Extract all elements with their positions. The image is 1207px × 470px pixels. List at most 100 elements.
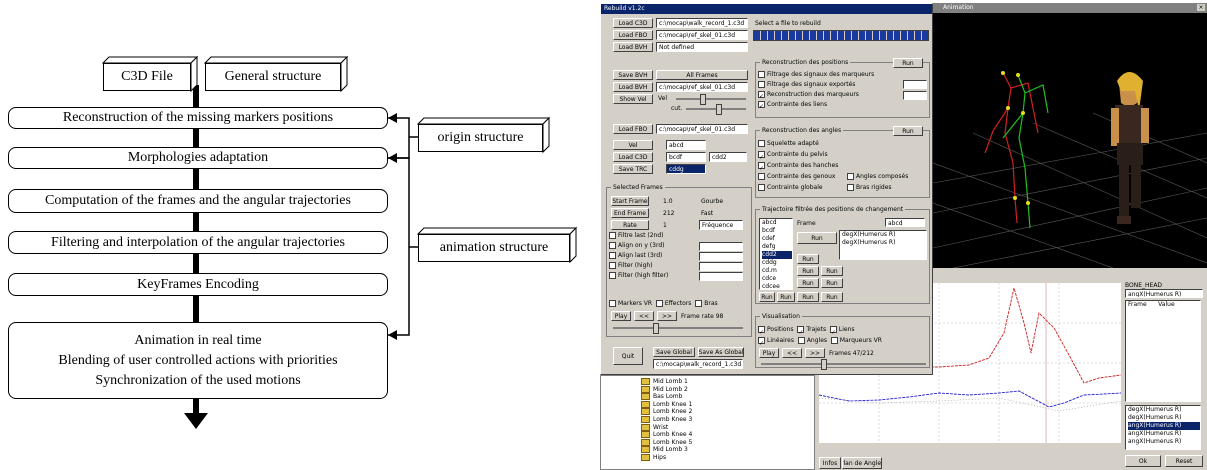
tree-item[interactable]: Mid Lomb 1 [641, 378, 688, 385]
bvh-out-field[interactable]: c:\mocap\ref_skel_01.c3d [656, 82, 748, 92]
ok-button[interactable]: Ok [1125, 455, 1161, 467]
tree-item[interactable]: Bas Lomb [641, 393, 682, 401]
viz-rewind-button[interactable]: << [782, 348, 802, 358]
tree-item[interactable]: Hips [641, 454, 666, 461]
list-item[interactable]: cdcee [762, 283, 780, 290]
list-btn-3[interactable]: Run [797, 266, 819, 276]
viz-slider[interactable] [761, 359, 926, 370]
list-btn-6[interactable]: Run [821, 278, 843, 288]
list-item[interactable]: defg [762, 243, 776, 250]
fbo2-field[interactable]: c:\mocap\ref_skel_01.c3d [656, 124, 748, 134]
load-bvh-button[interactable]: Load BVH [613, 42, 653, 52]
filter-opt-4[interactable]: Filter (high) [609, 262, 749, 272]
tree-item[interactable]: Lomb Knee 2 [641, 408, 692, 416]
tree-item[interactable]: Mid Lomb 3 [641, 446, 688, 454]
tree-item[interactable]: Lomb Knee 5 [641, 438, 692, 446]
global-select[interactable]: c:\mocap\walk_record_1.c3d [653, 359, 743, 369]
dof-item-5[interactable]: angX(Humerus R) [1128, 438, 1182, 445]
morph-opt-5[interactable]: Contrainte globale [758, 182, 858, 193]
recon-opt-3[interactable]: ✓Reconstruction des marqueurs [758, 91, 859, 100]
morph-run-button[interactable]: Run [893, 126, 923, 136]
list-btn-1[interactable]: Run [797, 232, 837, 244]
tree-item[interactable]: Lomb Knee 1 [641, 400, 692, 408]
filter-opt-2[interactable]: Align on y (3rd) [609, 242, 749, 252]
recon-opt-4[interactable]: ✓Contrainte des liens [758, 101, 828, 110]
list-btn-10[interactable]: Run [821, 292, 843, 302]
list-item[interactable]: bcdf [762, 227, 776, 234]
filter-field-3[interactable] [699, 262, 743, 271]
list-btn-8[interactable]: Run [777, 292, 795, 302]
tab-infos[interactable]: Infos [819, 457, 841, 469]
list-item[interactable]: cd.m [762, 267, 777, 274]
viz-play-button[interactable]: Play [759, 348, 779, 358]
save-global-button[interactable]: Save Global [653, 347, 695, 357]
list-btn-4[interactable]: Run [821, 266, 843, 276]
end-frame-button[interactable]: End Frame [611, 208, 649, 218]
filter-opt-3[interactable]: Align last (3rd) [609, 252, 749, 262]
c3d-path-field[interactable]: c:\mocap\walk_record_1.c3d [656, 18, 748, 28]
viz-opt-6[interactable]: Marqueurs VR [830, 337, 882, 344]
save-as-global-button[interactable]: Save As Global [698, 347, 744, 357]
save-bvh-button[interactable]: Save BVH [613, 70, 653, 80]
list-item[interactable]: cdef [762, 235, 775, 242]
load-fbo2-button[interactable]: Load FBO [613, 124, 653, 134]
tree-item[interactable]: Lomb Knee 4 [641, 431, 692, 439]
bone-values[interactable]: Frame Value [1125, 300, 1201, 402]
load-fbo-button[interactable]: Load FBO [613, 30, 653, 40]
morph-opt-6[interactable]: Angles composés [847, 171, 927, 182]
frame-select-2[interactable]: cdd2 [709, 152, 747, 162]
recon-field-2[interactable] [903, 91, 927, 100]
list-detail[interactable]: degX(Humerus R)degX(Humerus R) [839, 230, 927, 260]
viz-opt-5[interactable]: Angles [797, 337, 827, 344]
list-btn-9[interactable]: Run [797, 292, 819, 302]
vert-button[interactable]: Vel [613, 140, 653, 150]
filter-opt-5[interactable]: Filter (high filter) [609, 272, 749, 282]
filter-field-4[interactable] [699, 272, 743, 281]
viz-forward-button[interactable]: >> [805, 348, 825, 358]
tab-plan-angles[interactable]: Plan de Angles [842, 457, 882, 469]
list-filter-select[interactable]: abcd [885, 218, 925, 227]
forward-button[interactable]: >> [657, 311, 677, 321]
bone-dof-list[interactable]: degX(Humerus R) degX(Humerus R) angX(Hum… [1125, 405, 1201, 450]
rate-option[interactable]: Fréquence [699, 220, 743, 230]
vert-select[interactable]: abcd [666, 140, 706, 150]
bone-select[interactable]: angX(Humerus R) [1125, 289, 1203, 298]
trc-select[interactable]: cddg [666, 164, 706, 174]
rewind-button[interactable]: << [634, 311, 654, 321]
list-item[interactable]: cdce [762, 275, 777, 282]
list-item[interactable]: cddg [762, 259, 777, 266]
viz-opt-2[interactable]: ✓Trajets [797, 326, 827, 336]
morph-opt-7[interactable]: Bras rigides [847, 182, 927, 193]
vel-slider[interactable] [676, 94, 746, 105]
recon-field-1[interactable] [903, 80, 927, 89]
frame-select[interactable]: bcdf [666, 152, 706, 162]
tree-item[interactable]: Mid Lomb 2 [641, 385, 688, 393]
start-frame-button[interactable]: Start Frame [611, 196, 649, 206]
frames-listbox[interactable]: abcd bcdf cdef defg cdd2 cddg cd.m cdce … [759, 218, 793, 290]
play-button[interactable]: Play [611, 311, 631, 321]
list-item[interactable]: abcd [762, 219, 777, 226]
effectors-check[interactable]: Effectors [655, 300, 691, 307]
tree-item[interactable]: Wrist [641, 423, 668, 431]
frame-c3d-button[interactable]: Load C3D [613, 152, 653, 162]
dof-item-4[interactable]: angX(Humerus R) [1128, 430, 1182, 437]
morph-opt-3[interactable]: ✓Contrainte des hanches [758, 162, 839, 172]
viz-opt-4[interactable]: ✓Linéaires [758, 337, 794, 347]
quit-button[interactable]: Quit [613, 347, 643, 365]
fbo-path-field[interactable]: c:\mocap\ref_skel_01.c3d [656, 30, 748, 40]
viz-opt-3[interactable]: ✓Liens [829, 326, 855, 336]
filter-opt-1[interactable]: Filtre last (2nd) [609, 232, 749, 242]
bras-check[interactable]: Bras [695, 300, 718, 307]
recon-opt-2[interactable]: Filtrage des signaux exportés [758, 80, 898, 90]
dof-item-1[interactable]: degX(Humerus R) [1128, 406, 1182, 413]
show-vel-button[interactable]: Show Vel [613, 94, 653, 104]
dof-item-3[interactable]: angX(Humerus R) [1128, 422, 1200, 430]
bvh-path-field[interactable]: Not defined [656, 42, 748, 52]
rate-button[interactable]: Rate [611, 220, 649, 230]
all-frames-button[interactable]: All Frames [656, 70, 748, 80]
recon-opt-1[interactable]: Filtrage des signaux des marqueurs [758, 70, 898, 80]
morph-opt-4[interactable]: Contrainte des genoux [758, 171, 858, 182]
load-bvh2-button[interactable]: Load BVH [613, 82, 653, 92]
save-trc-button[interactable]: Save TRC [613, 164, 653, 174]
recon-run-button[interactable]: Run [893, 58, 923, 68]
